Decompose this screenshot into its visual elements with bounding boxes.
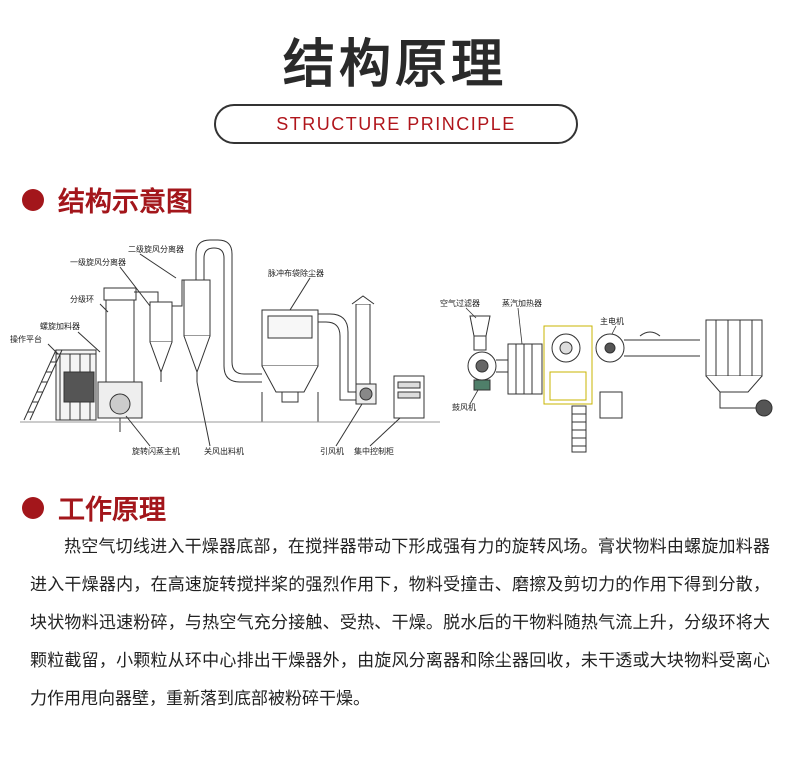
section-principle-header: 工作原理	[22, 488, 166, 527]
label-classifier-ring: 分级环	[70, 294, 94, 304]
subtitle-text: STRUCTURE PRINCIPLE	[276, 113, 516, 134]
bullet-dot-icon	[22, 496, 44, 519]
label-control-cabinet: 集中控制柜	[354, 446, 394, 456]
label-screw-feeder: 螺旋加料器	[40, 321, 80, 331]
page-title: 结构原理	[282, 35, 507, 95]
principle-paragraph: 热空气切线进入干燥器底部，在搅拌器带动下形成强有力的旋转风场。膏状物料由螺旋加料…	[30, 537, 770, 709]
label-discharger: 关风出料机	[204, 446, 244, 456]
bullet-dot-icon	[22, 188, 44, 211]
label-air-filter: 空气过滤器	[440, 298, 480, 308]
label-level2-separator: 二级旋风分离器	[128, 244, 184, 254]
label-induced-fan: 引风机	[320, 446, 344, 456]
section-diagram-title: 结构示意图	[58, 187, 193, 218]
label-main-motor: 主电机	[600, 316, 624, 326]
label-level1-separator: 一级旋风分离器	[70, 257, 126, 267]
section-diagram-header: 结构示意图	[22, 180, 193, 219]
subtitle-pill: STRUCTURE PRINCIPLE	[214, 104, 578, 144]
section-principle-title: 工作原理	[58, 495, 166, 526]
platform-stairs	[23, 349, 97, 421]
structure-diagram: 二级旋风分离器 一级旋风分离器 分级环 脉冲布袋除尘器 螺旋加料器 操作平台 旋…	[10, 239, 773, 456]
label-platform: 操作平台	[10, 334, 42, 344]
label-steam-heater: 蒸汽加热器	[502, 298, 542, 308]
label-pulse-dust-collector: 脉冲布袋除尘器	[268, 268, 324, 278]
label-blower: 鼓风机	[452, 402, 476, 412]
label-main-machine: 旋转闪蒸主机	[132, 446, 180, 456]
